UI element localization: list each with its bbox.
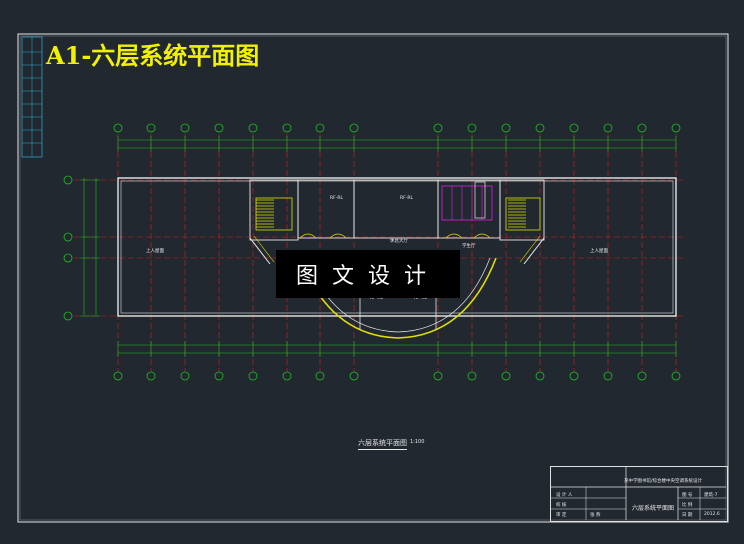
axis-bubble-left xyxy=(63,232,73,242)
title-block xyxy=(550,466,728,522)
axis-bubble-top xyxy=(603,123,613,133)
door-swing xyxy=(329,233,347,239)
axis-bubble-bottom xyxy=(180,371,190,381)
axis-bubble-top xyxy=(146,123,156,133)
room-label-right-hall: 学生厅 xyxy=(462,244,476,249)
door-swing xyxy=(299,233,317,239)
stair-core-left xyxy=(249,179,299,241)
axis-bubble-top xyxy=(535,123,545,133)
axis-bubble-top xyxy=(315,123,325,133)
room-1 xyxy=(297,179,355,239)
axis-bubble-top xyxy=(282,123,292,133)
angled-wall xyxy=(253,235,275,263)
room-2 xyxy=(353,179,439,239)
axis-bubble-bottom xyxy=(467,371,477,381)
axis-bubble-top xyxy=(433,123,443,133)
toilet-room xyxy=(437,179,501,239)
room-label-center-hall: 休息大厅 xyxy=(390,239,408,244)
room-label-left-terrace: 上人屋面 xyxy=(146,249,164,254)
axis-bubble-bottom xyxy=(535,371,545,381)
sheet-border-inner xyxy=(19,35,727,521)
axis-bubble-top xyxy=(569,123,579,133)
stair-outline xyxy=(255,197,293,231)
title-block-project: 某中学图书馆/综合楼中央空调系统设计 xyxy=(624,479,703,484)
axis-bubble-bottom xyxy=(349,371,359,381)
axis-bubble-bottom xyxy=(315,371,325,381)
axis-bubble-top xyxy=(214,123,224,133)
axis-bubble-left xyxy=(63,311,73,321)
axis-bubble-bottom xyxy=(214,371,224,381)
axis-bubble-top xyxy=(637,123,647,133)
exterior-wall-inner xyxy=(120,180,674,314)
room-label-3: RF-RL xyxy=(370,296,383,301)
axis-bubble-bottom xyxy=(433,371,443,381)
axis-bubble-bottom xyxy=(569,371,579,381)
curved-lobby-wall xyxy=(299,257,497,339)
axis-bubble-top xyxy=(671,123,681,133)
room-label-4: RF-RL xyxy=(414,296,427,301)
axis-bubble-left xyxy=(63,175,73,185)
room-label-1: RF-RL xyxy=(330,196,343,201)
axis-bubble-top xyxy=(180,123,190,133)
angled-wall xyxy=(249,237,271,265)
door-swing xyxy=(473,233,491,239)
exterior-wall xyxy=(117,177,677,317)
title-block-approver-label: 审 定 xyxy=(556,513,567,518)
title-block-code-value: 建筑-7 xyxy=(704,493,718,498)
plan-title: 六层系统平面图 xyxy=(358,438,407,450)
toilet-partition xyxy=(441,185,493,221)
axis-bubble-bottom xyxy=(282,371,292,381)
sheet-title: A1-六层系统平面图 xyxy=(46,41,260,70)
plan-scale: 1:100 xyxy=(410,439,425,445)
angled-wall xyxy=(523,237,545,265)
room-label-right-terrace: 上人屋面 xyxy=(590,249,608,254)
axis-bubble-top xyxy=(501,123,511,133)
stair-core-right xyxy=(499,179,545,241)
axis-bubble-top xyxy=(349,123,359,133)
title-block-designer-label: 设 计 人 xyxy=(556,493,573,498)
axis-bubble-top xyxy=(248,123,258,133)
title-block-checker-label: 校 核 xyxy=(556,503,567,508)
axis-bubble-bottom xyxy=(603,371,613,381)
title-block-code-label: 图 号 xyxy=(682,493,693,498)
axis-bubble-bottom xyxy=(637,371,647,381)
watermark: 图文设计 xyxy=(276,250,460,298)
axis-bubble-bottom xyxy=(501,371,511,381)
title-block-approver-value: 张 燕 xyxy=(590,513,601,518)
axis-bubble-top xyxy=(467,123,477,133)
axis-bubble-bottom xyxy=(671,371,681,381)
title-block-date-value: 2012.6 xyxy=(704,512,720,517)
angled-wall xyxy=(519,235,541,263)
title-block-drawing-name: 六层系统平面图 xyxy=(632,505,675,512)
toilet-fixture xyxy=(474,181,486,219)
title-block-date-label: 日 期 xyxy=(682,513,693,518)
axis-bubble-bottom xyxy=(248,371,258,381)
axis-bubble-bottom xyxy=(113,371,123,381)
room-label-2: RF-RL xyxy=(400,196,413,201)
axis-bubble-bottom xyxy=(146,371,156,381)
title-block-scale-label: 比 例 xyxy=(682,503,693,508)
sheet-border-outer xyxy=(17,33,729,523)
axis-bubble-top xyxy=(113,123,123,133)
axis-bubble-left xyxy=(63,253,73,263)
door-swing xyxy=(445,233,463,239)
stair-outline xyxy=(505,197,541,231)
